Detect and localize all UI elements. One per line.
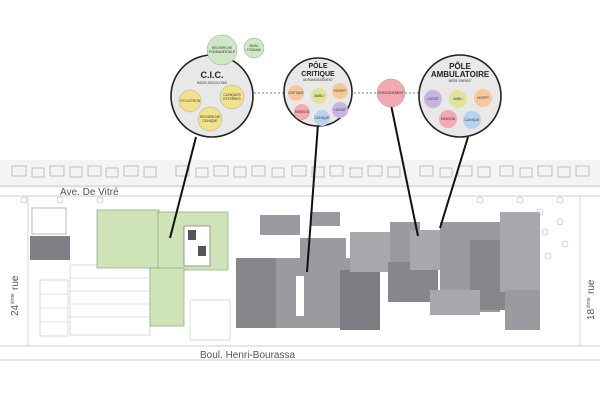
small-building-outline — [31, 207, 67, 235]
connector-enseignement — [389, 99, 419, 237]
circle-enseign-ambulatoire — [439, 110, 457, 128]
street-24-rue: 24 ième rue — [10, 275, 21, 316]
circle-enseign-critique — [294, 104, 310, 120]
connector-lines — [169, 53, 469, 273]
svg-text:ENSEIGN: ENSEIGN — [295, 110, 310, 114]
hub-pole-critique-title-2: CRITIQUE — [301, 71, 335, 78]
svg-text:ième: ième — [586, 297, 592, 308]
hub-pole-ambulatoire: PÔLE AMBULATOIRE MÈRE-ENFANT LOGIST AMBU… — [418, 54, 502, 138]
svg-text:FONDAMENTALE: FONDAMENTALE — [209, 50, 235, 54]
circle-enseignement — [376, 78, 406, 108]
svg-text:CLINIQUE: CLINIQUE — [202, 119, 217, 123]
svg-text:ENSEIGNEMENT: ENSEIGNEMENT — [378, 91, 404, 95]
connector-pole-ambulatoire — [439, 136, 469, 229]
svg-text:CLINIQUE: CLINIQUE — [464, 118, 479, 122]
svg-text:rue: rue — [10, 275, 21, 290]
svg-text:CLINIQUES: CLINIQUES — [223, 93, 240, 97]
svg-text:BIOM.: BIOM. — [249, 44, 258, 48]
svg-text:FONDAM.: FONDAM. — [247, 48, 262, 52]
street-18-rue: 18 ième rue — [586, 279, 597, 320]
svg-text:18: 18 — [586, 308, 597, 320]
small-dark-building — [30, 236, 70, 260]
hub-pole-critique: PÔLE CRITIQUE AGRANDISSEMENT CRITIQUE AM… — [283, 57, 353, 127]
svg-text:AMBU: AMBU — [453, 97, 463, 101]
hub-pole-ambulatoire-title-1: PÔLE — [449, 62, 471, 71]
svg-text:EXTERNES: EXTERNES — [223, 97, 240, 101]
east-hospital-complex — [388, 212, 540, 330]
circle-cliniques-externes — [219, 84, 245, 110]
parking-lots — [39, 264, 231, 341]
circle-clinique-ambulatoire — [463, 111, 481, 129]
svg-text:CRITIQUE: CRITIQUE — [288, 91, 303, 95]
hub-pole-critique-subtitle: AGRANDISSEMENT — [303, 78, 333, 82]
circle-recherche-fondamentale — [206, 34, 238, 66]
hub-cic: C.I.C. RADIO-ONCOLOGIE CYCLOTRON CLINIQU… — [170, 34, 265, 138]
svg-text:HOSPIT: HOSPIT — [477, 96, 489, 100]
svg-text:LOGIST: LOGIST — [334, 108, 346, 112]
street-ave-de-vitre: Ave. De Vitré — [60, 187, 119, 198]
trees — [20, 196, 569, 260]
cic-green-building — [96, 209, 229, 327]
svg-text:ième: ième — [10, 293, 16, 304]
svg-text:rue: rue — [586, 279, 597, 294]
svg-text:24: 24 — [10, 304, 21, 316]
circle-logist-ambulatoire — [424, 90, 442, 108]
circle-recherche-clinique — [197, 106, 223, 132]
svg-text:LOGIST: LOGIST — [427, 97, 439, 101]
svg-text:RECHERCHE: RECHERCHE — [212, 46, 232, 50]
circle-ambu-ambulatoire — [449, 90, 467, 108]
svg-text:CLINIQUE: CLINIQUE — [314, 116, 329, 120]
circle-critique — [288, 85, 304, 101]
hub-pole-ambulatoire-subtitle: MÈRE-ENFANT — [449, 78, 472, 83]
circle-hospit-critique — [332, 83, 348, 99]
circle-cyclotron — [178, 89, 202, 113]
circle-biomed-fondam — [243, 37, 265, 59]
circle-hospit-ambulatoire — [474, 89, 492, 107]
svg-text:RECHERCHE: RECHERCHE — [200, 115, 220, 119]
street-boul-henri-bourassa: Boul. Henri-Bourassa — [200, 350, 295, 361]
connector-pole-critique — [306, 123, 319, 273]
site-plan: Ave. De Vitré Boul. Henri-Bourassa 24 iè… — [0, 160, 600, 361]
connector-cic — [169, 136, 197, 239]
svg-text:AMBU: AMBU — [314, 94, 324, 98]
top-block-band — [0, 160, 600, 188]
hub-enseignement: ENSEIGNEMENT — [376, 78, 406, 108]
hub-cic-subtitle: RADIO-ONCOLOGIE — [197, 81, 227, 85]
central-hospital-complex — [236, 212, 390, 330]
circle-logist-critique — [332, 102, 348, 118]
circle-clinique-critique — [314, 110, 330, 126]
svg-text:HOSPIT: HOSPIT — [334, 89, 346, 93]
hub-pole-critique-title-1: PÔLE — [308, 61, 327, 70]
circle-ambu-critique — [311, 88, 327, 104]
residential-houses — [11, 165, 590, 178]
hub-cic-title: C.I.C. — [200, 70, 223, 80]
svg-text:CYCLOTRON: CYCLOTRON — [180, 99, 201, 103]
hub-pole-ambulatoire-title-2: AMBULATOIRE — [431, 70, 490, 79]
svg-text:ENSEIGN: ENSEIGN — [441, 117, 456, 121]
